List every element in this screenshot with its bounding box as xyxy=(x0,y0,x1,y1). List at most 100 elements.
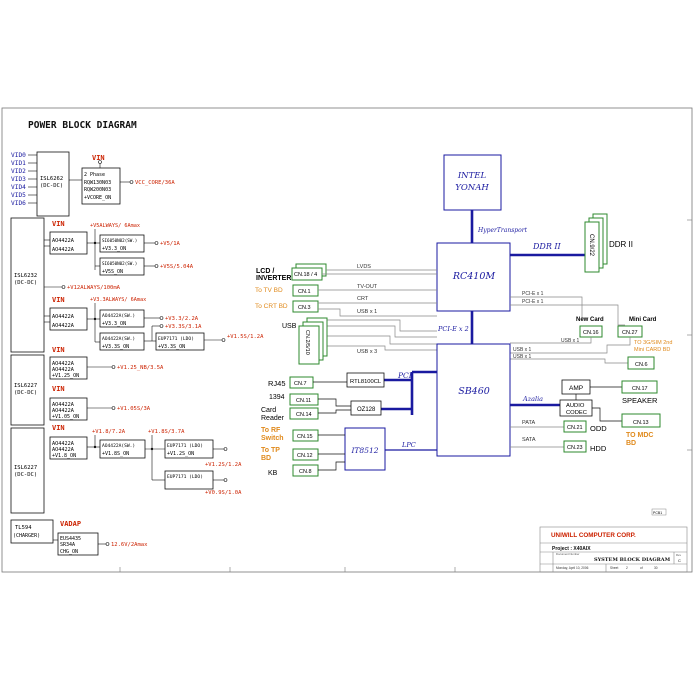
ao4422a-label: AO4422A xyxy=(52,323,75,329)
lcd-label: INVERTER xyxy=(256,275,291,282)
card-reader-connector xyxy=(289,407,319,420)
v5always-rail: +V5ALWAYS/ 6Amax xyxy=(90,223,140,229)
mdc-bd-label: BD xyxy=(626,440,636,447)
sheet-title: SYSTEM BLOCK DIAGRAM xyxy=(594,557,671,563)
usb-connector-label: CN.2/5/10 xyxy=(304,330,310,355)
vid-label: VID4 xyxy=(11,184,26,191)
cpu-label: YONAH xyxy=(455,183,489,193)
v12s-rail: +V1.2S/1.2A xyxy=(205,462,242,468)
card-reader-connector-label: CN.14 xyxy=(296,412,312,418)
northbridge-label: RC410M xyxy=(452,271,496,282)
sheet-total: 30 xyxy=(654,566,658,570)
pciex1-label: PCI-E x 1 xyxy=(522,291,544,297)
ao4422a-label: AO4422A xyxy=(52,402,75,408)
ao4422a-label: AO4422A xyxy=(52,247,75,253)
lcd-connector-label: CN.18 / 4 xyxy=(294,272,317,278)
rj45-connector-label: CN.7 xyxy=(294,381,307,387)
rf-switch-label: To RF xyxy=(261,427,281,434)
tp-connector xyxy=(292,448,319,461)
sata-label: SATA xyxy=(522,437,536,443)
rev-value: C xyxy=(678,558,681,563)
tp-bd-label: BD xyxy=(261,455,271,462)
hdd-connector-label: CN.23 xyxy=(567,445,583,451)
vin-label: VIN xyxy=(52,385,65,393)
kb-connector xyxy=(292,464,319,477)
v3always-rail: +V3.3ALWAYS/ 6Amax xyxy=(90,297,146,303)
audio-codec-label: AUDIO xyxy=(566,403,585,409)
rf-connector-label: CN.15 xyxy=(297,434,313,440)
ao4422a-block xyxy=(49,397,88,421)
ldo-label: EUP7171 (LDO) xyxy=(167,443,203,449)
card-reader-chip xyxy=(350,400,382,416)
tv-connector-label: CN.1 xyxy=(298,289,311,295)
switch-label: AO4422A(SW.) xyxy=(102,336,135,342)
ao4422a-label: AO4422A xyxy=(52,314,75,320)
tp-connector-label: CN.12 xyxy=(297,453,313,459)
vin-label: VIN xyxy=(92,154,105,162)
ec-label: IT8512 xyxy=(350,446,378,455)
v105-rail: +V1.05S/3A xyxy=(117,406,151,412)
pcie-label: PCI-E x 2 xyxy=(437,325,469,333)
southbridge-label: SB460 xyxy=(458,386,490,397)
usb-bus-label: USB x 1 xyxy=(513,347,532,353)
ieee1394-connector xyxy=(289,393,319,406)
mdc-connector xyxy=(621,413,661,428)
tl594-label: TL594 xyxy=(15,525,32,531)
mosfet-text: RQW200N03 xyxy=(84,187,111,193)
crt-label: CRT xyxy=(357,296,369,302)
ldo-enable: +V1.2S_ON xyxy=(167,451,194,457)
switch-enable: +V3.3S_ON xyxy=(102,344,129,350)
ieee1394-label: 1394 xyxy=(269,394,285,401)
charger-diode: SR34A xyxy=(60,542,75,548)
speaker-connector-label: CN.17 xyxy=(632,386,648,392)
isl6227-sub: (DC-DC) xyxy=(14,472,37,478)
mdc-connector-label: CN.13 xyxy=(633,420,649,426)
switch-block xyxy=(99,257,145,276)
ao4422a-label: AO4422A xyxy=(52,238,75,244)
isl6227-label: ISL6227 xyxy=(14,465,37,471)
frame-ticks xyxy=(119,219,692,572)
sim-connector-label: CN.6 xyxy=(635,362,648,368)
vcore-regulator-block xyxy=(81,167,121,205)
tvout-label: TV-OUT xyxy=(357,284,378,290)
vid-label: VID0 xyxy=(11,152,26,159)
hdd-connector xyxy=(563,440,587,453)
lpc-label: LPC xyxy=(401,441,416,449)
new-card-label: New Card xyxy=(576,317,604,323)
lan-chip-label: RTL8100CL xyxy=(350,379,382,385)
ao4422a-block xyxy=(49,436,88,460)
pci-label: PCI xyxy=(397,371,413,380)
ddr-connector-label: CN.9/22 xyxy=(588,234,594,257)
v15s-rail: +V1.5S/1.2A xyxy=(227,334,264,340)
ddr-label: DDR II xyxy=(609,240,633,249)
sim-connector xyxy=(627,356,655,370)
speaker-connector xyxy=(621,380,658,394)
sim-bd-label: TO 3G/SIM 2nd xyxy=(634,340,672,346)
v09s-rail: +V0.9S/1.0A xyxy=(205,490,242,496)
mosfet-text: RQW130N03 xyxy=(84,180,111,186)
southbridge-block xyxy=(436,343,511,457)
kb-connector-label: CN.8 xyxy=(299,469,312,475)
vin-label: VIN xyxy=(52,346,65,354)
tp-bd-label: To TP xyxy=(261,447,280,454)
switch-enable: +V3.3_ON xyxy=(102,246,126,252)
vid-label: VID3 xyxy=(11,176,26,183)
azalia-label: Azalia xyxy=(522,395,543,403)
tv-bd-label: To TV BD xyxy=(255,287,283,294)
speaker-label: SPEAKER xyxy=(622,396,658,405)
ldo-enable: +V3.3S_ON xyxy=(158,344,185,350)
amp-label: AMP xyxy=(569,385,583,392)
card-reader-label: Reader xyxy=(261,415,285,422)
isl6227-label: ISL6227 xyxy=(14,383,37,389)
vadap-label: VADAP xyxy=(60,520,81,528)
tl594-sub: (CHARGER) xyxy=(13,533,40,539)
v33s-rail: +V3.3S/3.1A xyxy=(165,324,202,330)
ao4422a-label: AO4422A xyxy=(52,367,75,373)
tv-connector xyxy=(292,284,319,297)
isl6227-sub: (DC-DC) xyxy=(14,390,37,396)
sheet-number: 2 xyxy=(626,566,628,570)
v33-rail: +V3.3/2.2A xyxy=(165,316,199,322)
v125-rail: +V1.25_NB/3.5A xyxy=(117,365,164,371)
project-name: Project : X40AIX xyxy=(552,546,591,552)
